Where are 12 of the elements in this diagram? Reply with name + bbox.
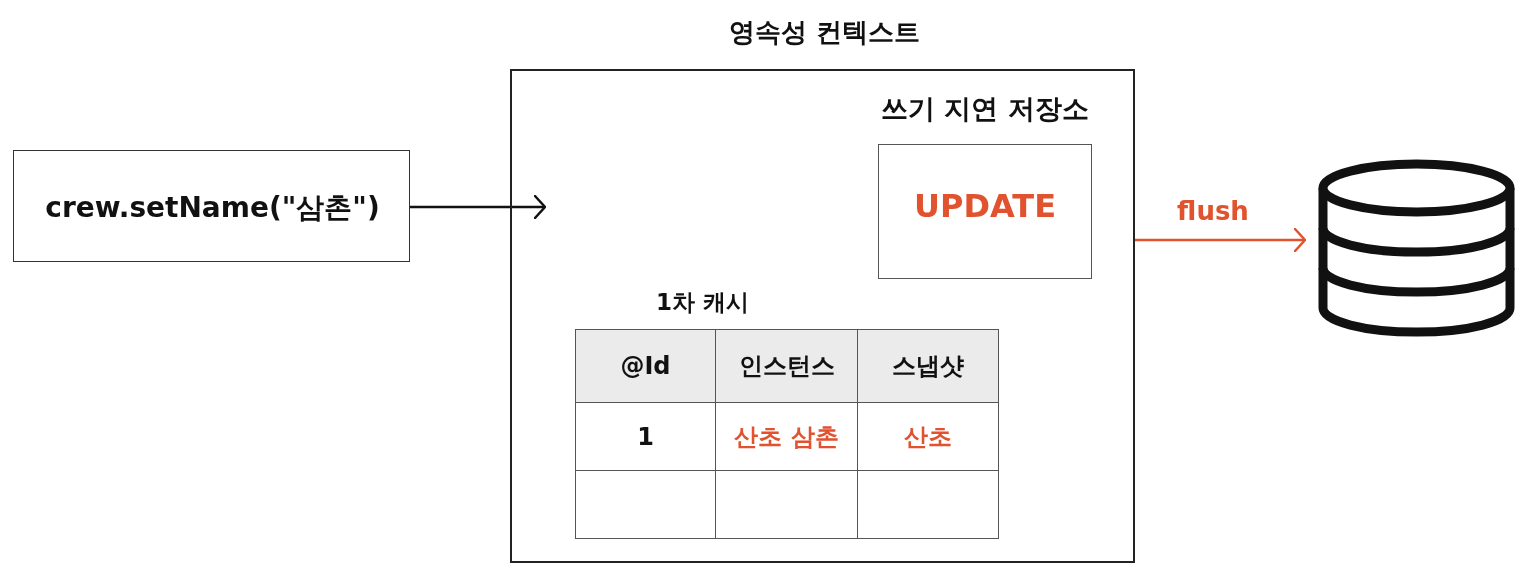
store-title: 쓰기 지연 저장소 xyxy=(880,92,1090,126)
code-text: crew.setName("삼촌") xyxy=(44,190,381,226)
code-box xyxy=(13,150,410,262)
cache-title: 1차 캐시 xyxy=(655,288,750,317)
context-title: 영속성 컨텍스트 xyxy=(727,16,922,49)
database-icon xyxy=(1318,160,1515,336)
header-cell: 스냅샷 xyxy=(857,329,999,403)
header-cell: 인스턴스 xyxy=(715,329,858,403)
header-cell: @Id xyxy=(575,329,716,403)
store-content: UPDATE xyxy=(913,187,1057,225)
arrow xyxy=(1135,227,1307,253)
arrow xyxy=(410,194,547,220)
